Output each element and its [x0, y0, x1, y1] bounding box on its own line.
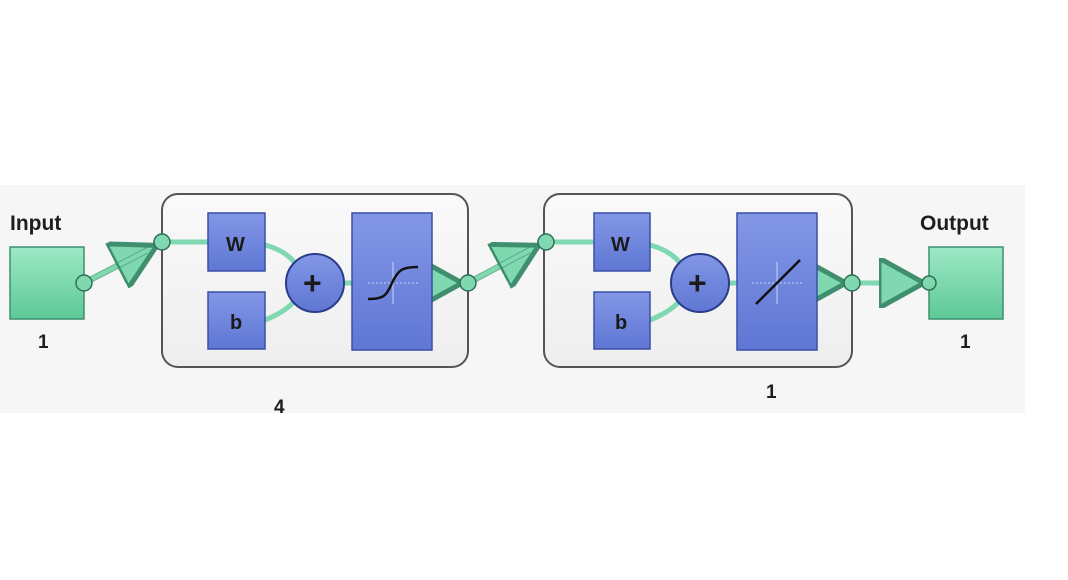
hidden-sum-node — [285, 253, 345, 313]
output-bias-label: b — [615, 312, 627, 334]
hidden-layer-size: 4 — [274, 397, 285, 418]
linear-icon — [752, 259, 802, 305]
junction-output-in — [537, 233, 555, 251]
junction-dots — [75, 233, 937, 292]
output-layer-size: 1 — [766, 382, 777, 403]
hidden-weight-block — [207, 212, 266, 272]
output-sum-node — [670, 253, 730, 313]
hidden-bias-block — [207, 291, 266, 350]
output-weight-block — [593, 212, 651, 272]
output-label: Output — [920, 212, 989, 235]
input-size: 1 — [38, 332, 49, 353]
junction-hidden-out — [459, 274, 477, 292]
output-sum-symbol: + — [688, 265, 707, 301]
input-label: Input — [10, 212, 61, 235]
hidden-weight-label: W — [226, 234, 245, 256]
hidden-sum-symbol: + — [303, 265, 322, 301]
output-weight-label: W — [611, 234, 630, 256]
hidden-bias-label: b — [230, 312, 242, 334]
connector-hidden-output — [465, 250, 530, 283]
sigmoid-icon — [367, 262, 419, 304]
output-size: 1 — [960, 332, 971, 353]
input-node — [9, 246, 85, 320]
junction-hidden-in — [153, 233, 171, 251]
output-bias-block — [593, 291, 651, 350]
junction-output-node — [921, 275, 937, 291]
connectors — [81, 239, 914, 323]
output-node — [928, 246, 1004, 320]
diagram-background — [0, 185, 1025, 413]
junction-input — [75, 274, 93, 292]
junction-output-out — [843, 274, 861, 292]
connector-edges — [83, 246, 531, 287]
connector-input-hidden — [81, 250, 148, 283]
